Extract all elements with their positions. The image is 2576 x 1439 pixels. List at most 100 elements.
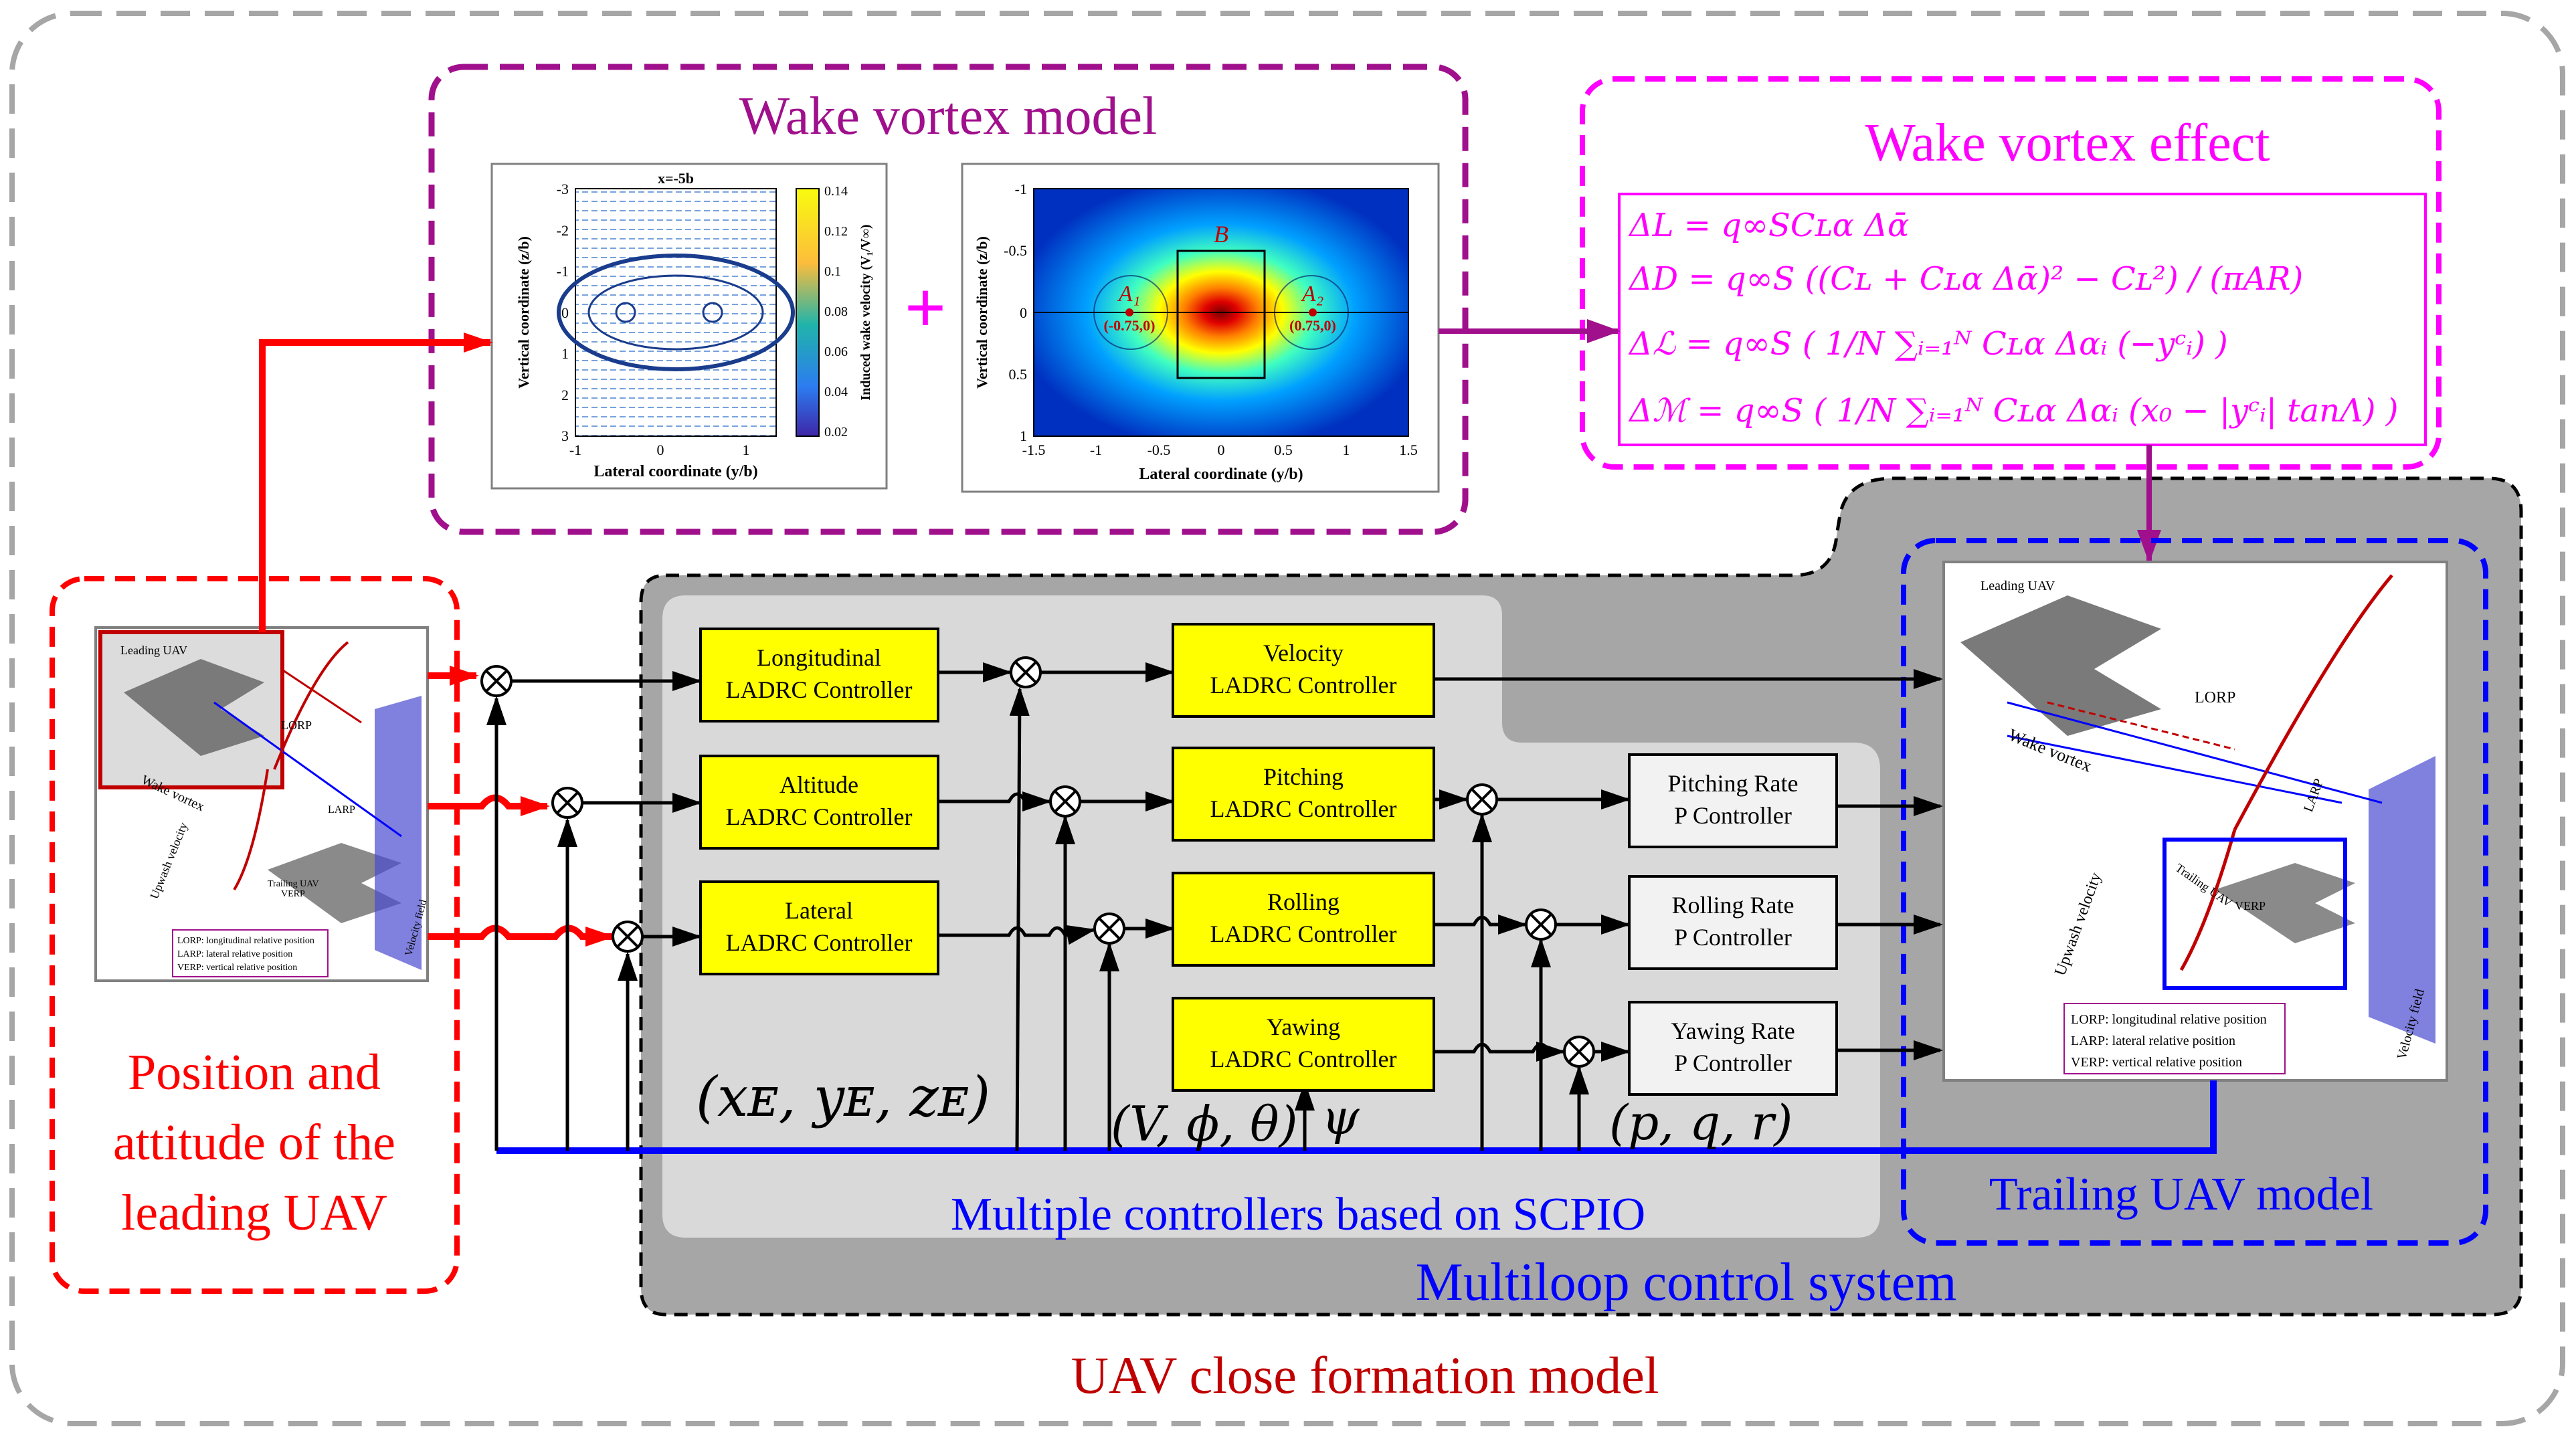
arrow-leading-to-wake bbox=[259, 332, 493, 632]
leading-title-line: Position and bbox=[128, 1044, 381, 1100]
sum-junction-r bbox=[1563, 1036, 1595, 1068]
plot1-xtick: -1 bbox=[569, 442, 581, 458]
plot2-xtick: -1 bbox=[1090, 442, 1102, 458]
pitching-rate-label: P Controller bbox=[1674, 802, 1792, 829]
red-input-y bbox=[428, 794, 550, 816]
plot1-ytick: 0 bbox=[561, 304, 569, 321]
plot2-xtick: 1.5 bbox=[1399, 442, 1418, 458]
plot2-xtick: -1.5 bbox=[1022, 442, 1046, 458]
plot2-xtick: -0.5 bbox=[1147, 442, 1171, 458]
link-lat-phi bbox=[938, 925, 1096, 945]
yawing-rate-label: P Controller bbox=[1674, 1050, 1792, 1076]
plot2-ytick: 0 bbox=[1020, 304, 1027, 321]
trailing-fig-label: VERP bbox=[2235, 899, 2266, 913]
plot1-xtick: 1 bbox=[743, 442, 750, 458]
leading-uav-figure: Leading UAV LORP Wake vortex Upwash velo… bbox=[94, 626, 429, 982]
trailing-fig-label: LORP bbox=[2195, 689, 2235, 706]
link-yaw-r bbox=[1434, 1042, 1566, 1062]
plot2-ytick: -1 bbox=[1015, 181, 1027, 197]
rolling-rate-controller bbox=[1628, 875, 1838, 970]
fb-v bbox=[1009, 686, 1030, 1151]
plot2-ytick: 1 bbox=[1020, 427, 1027, 444]
blue-feedback-bus bbox=[496, 1080, 2217, 1154]
altitude-label: Altitude bbox=[779, 771, 858, 798]
leading-fig-label: LORP bbox=[281, 718, 312, 732]
sum-junction-x bbox=[480, 665, 513, 697]
leading-title-line: attitude of the bbox=[113, 1115, 395, 1171]
cbar-label: Induced wake velocity (V₁/V∞) bbox=[858, 224, 873, 400]
red-input-z bbox=[428, 925, 615, 947]
plot2-ylabel: Vertical coordinate (z/b) bbox=[974, 236, 990, 389]
equation-pitch: Δℳ = q∞S ( 1/N ∑ᵢ₌₁ᴺ Cʟα Δαᵢ (x₀ − |yᶜᵢ|… bbox=[1628, 392, 2398, 429]
longitudinal-label: Longitudinal bbox=[757, 644, 881, 671]
point-a2-label: A₂ bbox=[1301, 282, 1324, 306]
sum-junction-q bbox=[1466, 783, 1498, 816]
equation-roll: Δℒ = q∞S ( 1/N ∑ᵢ₌₁ᴺ Cʟα Δαᵢ (−yᶜᵢ) ) bbox=[1628, 325, 2228, 363]
yawing-label: LADRC Controller bbox=[1210, 1046, 1397, 1072]
box-b-label: B bbox=[1214, 221, 1228, 248]
plot1-ytick: 3 bbox=[561, 427, 569, 444]
pitching-label: LADRC Controller bbox=[1210, 795, 1397, 822]
leading-fig-label: Leading UAV bbox=[120, 644, 187, 657]
plot2-ytick: -0.5 bbox=[1004, 242, 1027, 259]
yawing-rate-controller bbox=[1628, 1001, 1838, 1096]
rolling-label: LADRC Controller bbox=[1210, 921, 1397, 947]
altitude-controller bbox=[699, 755, 939, 850]
sum-junction-z bbox=[612, 921, 644, 953]
trailing-legend-item: LORP: longitudinal relative position bbox=[2071, 1012, 2267, 1027]
wake-effect-title: Wake vortex effect bbox=[1865, 114, 2270, 173]
lateral-controller bbox=[699, 880, 939, 975]
scpio-label: Multiple controllers based on SCPIO bbox=[951, 1189, 1645, 1240]
plus-sign: + bbox=[905, 267, 947, 349]
plot2-xtick: 0 bbox=[1218, 442, 1225, 458]
link-alt-theta bbox=[938, 791, 1052, 811]
trailing-uav-figure: Leading UAV LORP Wake vortex Upwash velo… bbox=[1942, 561, 2448, 1082]
plot2-xtick: 0.5 bbox=[1274, 442, 1293, 458]
plot-quiver: x=-5b -3 -2 -1 0 1 2 3 -1 0 1 Lateral co… bbox=[490, 163, 888, 490]
point-a1-label: A₁ bbox=[1117, 282, 1141, 306]
plot1-ytick: -1 bbox=[557, 263, 569, 280]
altitude-label: LADRC Controller bbox=[726, 803, 913, 830]
leading-fig-label: LARP bbox=[328, 804, 355, 816]
plot1-xtick: 0 bbox=[657, 442, 664, 458]
pitching-rate-controller bbox=[1628, 753, 1838, 848]
plot2-ytick: 0.5 bbox=[1009, 366, 1028, 383]
rolling-rate-label: P Controller bbox=[1674, 924, 1792, 951]
signal-attitude: (V, ϕ, θ) bbox=[1111, 1096, 1298, 1152]
plot1-ytick: 2 bbox=[561, 387, 569, 403]
cbar-tick: 0.1 bbox=[824, 264, 841, 279]
trailing-fig-label: Leading UAV bbox=[1981, 579, 2055, 593]
heatmap-box-b bbox=[1176, 250, 1266, 379]
rolling-controller bbox=[1172, 872, 1435, 967]
signal-heading: ψ bbox=[1321, 1089, 1360, 1145]
plot2-xlabel: Lateral coordinate (y/b) bbox=[1139, 466, 1303, 483]
plot1-ytick: 1 bbox=[561, 345, 569, 362]
leading-fig-label: VERP bbox=[281, 889, 305, 899]
outer-frame bbox=[9, 11, 2565, 1426]
sum-junction-theta bbox=[1049, 785, 1081, 818]
equation-drag: ΔD = q∞S ((Cʟ + Cʟα Δᾱ)² − Cʟ²) / (πAR) bbox=[1628, 260, 2303, 298]
plot1-title: x=-5b bbox=[658, 170, 694, 187]
yawing-label: Yawing bbox=[1267, 1014, 1340, 1040]
point-a2-coord: (0.75,0) bbox=[1289, 317, 1336, 334]
plot1-ytick: -2 bbox=[557, 222, 569, 239]
longitudinal-label: LADRC Controller bbox=[726, 676, 913, 703]
lateral-label: LADRC Controller bbox=[726, 929, 913, 956]
plot1-ylabel: Vertical coordinate (z/b) bbox=[515, 236, 532, 389]
sum-junction-p bbox=[1525, 908, 1557, 941]
multiloop-label: Multiloop control system bbox=[1416, 1253, 1957, 1312]
sum-junction-v bbox=[1010, 656, 1042, 688]
main-title: UAV close formation model bbox=[1071, 1346, 1659, 1404]
plot1-xlabel: Lateral coordinate (y/b) bbox=[593, 463, 757, 480]
velocity-label: Velocity bbox=[1263, 640, 1344, 666]
wake-effect-box bbox=[1580, 76, 2442, 470]
leading-legend-item: VERP: vertical relative position bbox=[177, 963, 297, 973]
longitudinal-controller bbox=[699, 628, 939, 723]
velocity-label: LADRC Controller bbox=[1210, 672, 1397, 698]
cbar-tick: 0.12 bbox=[824, 224, 848, 239]
lateral-label: Lateral bbox=[785, 897, 853, 924]
pitching-controller bbox=[1172, 747, 1435, 842]
rolling-label: Rolling bbox=[1267, 888, 1340, 915]
yawing-rate-label: Yawing Rate bbox=[1671, 1018, 1795, 1044]
